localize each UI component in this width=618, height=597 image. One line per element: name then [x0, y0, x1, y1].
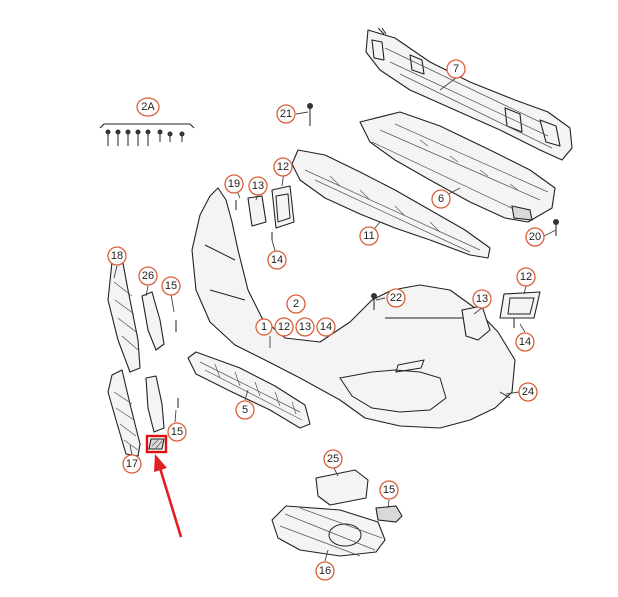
callout-12-mid: 12: [274, 317, 294, 337]
callout-5: 5: [235, 400, 255, 420]
callout-13-left: 13: [248, 176, 268, 196]
svg-text:13: 13: [299, 321, 311, 333]
svg-text:20: 20: [529, 231, 541, 243]
svg-text:16: 16: [319, 565, 331, 577]
callout-18: 18: [107, 246, 127, 266]
callout-16: 16: [315, 561, 335, 581]
callout-1: 1: [255, 318, 273, 336]
pointer-arrow: [154, 454, 183, 538]
highlighted-part: [145, 434, 168, 454]
svg-text:12: 12: [520, 271, 532, 283]
callout-15-fog: 15: [379, 480, 399, 500]
svg-text:2A: 2A: [141, 101, 155, 113]
fog-lamp-bracket: [315, 469, 369, 506]
callout-25: 25: [323, 449, 343, 469]
callouts: 7 2A 21 12 19 13 6 11 20 14 18 26 15 2 1…: [107, 59, 545, 581]
fog-lamp-grille: [271, 505, 386, 557]
svg-text:15: 15: [383, 484, 395, 496]
callout-14-mid: 14: [316, 317, 336, 337]
callout-2A: 2A: [136, 97, 160, 117]
svg-text:1: 1: [261, 321, 267, 333]
svg-text:5: 5: [242, 404, 248, 416]
bumper-reinforcement-bar: [365, 27, 573, 161]
callout-12-top: 12: [273, 157, 293, 177]
callout-24: 24: [518, 382, 538, 402]
callout-21: 21: [276, 104, 296, 124]
callout-7: 7: [446, 59, 466, 79]
svg-text:19: 19: [228, 178, 240, 190]
svg-text:24: 24: [522, 386, 534, 398]
left-grille-lower: [107, 369, 141, 457]
callout-12-right: 12: [516, 267, 536, 287]
callout-13-mid: 13: [295, 317, 315, 337]
highlight-box: [145, 434, 168, 454]
svg-text:11: 11: [363, 230, 374, 242]
svg-text:22: 22: [390, 292, 402, 304]
svg-text:14: 14: [271, 254, 283, 266]
washer-cover-right: [499, 291, 541, 319]
svg-text:15: 15: [165, 280, 177, 292]
callout-17: 17: [122, 454, 142, 474]
callout-22: 22: [386, 288, 406, 308]
svg-text:17: 17: [126, 458, 138, 470]
svg-text:25: 25: [327, 453, 339, 465]
callout-13-right: 13: [472, 289, 492, 309]
callout-6: 6: [431, 189, 451, 209]
callout-11: 11: [359, 226, 379, 246]
bracket-lower: [145, 375, 165, 433]
svg-text:15: 15: [171, 426, 183, 438]
svg-text:26: 26: [142, 270, 154, 282]
washer-cover-left: [271, 185, 295, 229]
svg-text:6: 6: [438, 193, 444, 205]
fog-lamp: [375, 505, 403, 523]
undertray: [359, 111, 556, 223]
callout-15-upper: 15: [161, 276, 181, 296]
callout-20: 20: [525, 227, 545, 247]
bracket-upper: [141, 291, 165, 351]
svg-text:2: 2: [293, 298, 299, 310]
svg-text:14: 14: [519, 336, 531, 348]
upper-support: [291, 149, 491, 259]
callout-19: 19: [224, 174, 244, 194]
svg-text:7: 7: [453, 63, 459, 75]
svg-text:13: 13: [476, 293, 488, 305]
left-grille-upper: [107, 257, 141, 373]
callout-2: 2: [286, 294, 306, 314]
svg-text:18: 18: [111, 250, 123, 262]
callout-26: 26: [138, 266, 158, 286]
svg-text:12: 12: [278, 321, 290, 333]
svg-text:13: 13: [252, 180, 264, 192]
svg-text:21: 21: [280, 108, 292, 120]
small-fasteners: [175, 103, 559, 408]
svg-text:12: 12: [277, 161, 289, 173]
svg-text:14: 14: [320, 321, 332, 333]
screw-set: [99, 123, 195, 146]
lower-grille-strip: [187, 351, 311, 429]
callout-15-lower: 15: [167, 422, 187, 442]
callout-14-left: 14: [267, 250, 287, 270]
callout-14-right: 14: [515, 332, 535, 352]
small-bracket-left: [247, 195, 267, 227]
